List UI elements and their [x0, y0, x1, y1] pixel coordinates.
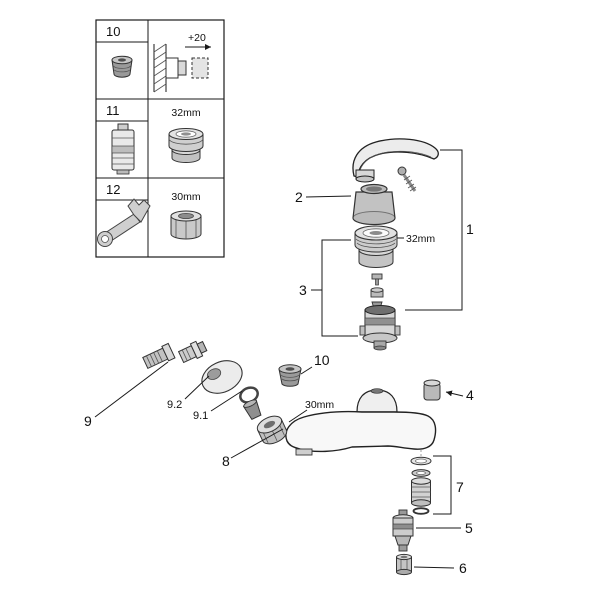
dim-30mm: 30mm [288, 399, 334, 423]
callout-1-label: 1 [466, 221, 474, 237]
diverter-part [392, 509, 414, 552]
grommet-part [278, 364, 302, 387]
table-row-12: 12 30mm [97, 182, 202, 247]
callout-6-label: 6 [459, 560, 467, 576]
wrench-icon [97, 198, 151, 247]
callout-10: 10 [300, 352, 330, 375]
callout-7-label: 7 [456, 479, 464, 495]
callout-6: 6 [413, 560, 467, 576]
callout-3: 3 [299, 239, 358, 337]
callout-5-label: 5 [465, 520, 473, 536]
dim-32mm: 32mm [397, 233, 435, 245]
table-row-12-number: 12 [106, 182, 120, 197]
callout-2: 2 [295, 189, 352, 205]
callout-7: 7 [433, 455, 464, 515]
ring-nut-32-label: 32mm [171, 107, 200, 119]
callout-8: 8 [222, 428, 284, 469]
grommet-icon [111, 55, 133, 78]
lever-handle [352, 138, 439, 183]
s-union-icon [177, 340, 208, 364]
table-row-11-number: 11 [106, 103, 120, 118]
callout-10-label: 10 [314, 352, 330, 368]
callout-2-label: 2 [295, 189, 303, 205]
table-row-10: 10 + [106, 24, 211, 93]
callout-9-1: 9.1 [193, 390, 243, 422]
plug-part [423, 379, 441, 401]
callout-9-2: 9.2 [167, 375, 210, 411]
callout-4-label: 4 [466, 387, 474, 403]
extension-dim-label: +20 [188, 32, 206, 44]
table-row-11: 11 32mm [106, 103, 204, 175]
callout-9-1-label: 9.1 [193, 410, 208, 422]
cartridge-body [359, 305, 401, 351]
callout-9-label: 9 [84, 413, 92, 429]
seal-stack [410, 456, 432, 515]
table-row-10-number: 10 [106, 24, 120, 39]
callout-1: 1 [405, 149, 474, 311]
callout-8-label: 8 [222, 453, 230, 469]
cartridge-icon [111, 123, 135, 175]
dome-cap [352, 183, 396, 226]
union-nut-group: 8 30mm [222, 399, 334, 469]
retaining-ring-32mm [354, 225, 398, 268]
aerator-icon [295, 448, 313, 456]
callout-9: 9 [84, 361, 169, 429]
callout-9-2-label: 9.2 [167, 399, 182, 411]
union-nut-30-icon [256, 415, 288, 445]
parts-table: 10 + [95, 19, 225, 258]
union-group: 9 9.2 9.1 [84, 340, 259, 429]
dim-30mm-label: 30mm [305, 399, 334, 411]
threaded-nipple-icon [142, 342, 176, 370]
cone-seal-icon [242, 399, 262, 421]
callout-5: 5 [416, 520, 473, 536]
dim-32mm-label: 32mm [406, 233, 435, 245]
faucet-body [285, 388, 437, 457]
hex-nut-30-icon: 30mm [170, 191, 202, 240]
ring-nut-32-icon: 32mm [168, 107, 204, 163]
wall-extension-icon: +20 [153, 32, 211, 93]
escutcheon-icon [201, 360, 243, 394]
hex-nut-30-label: 30mm [171, 191, 200, 203]
exploded-view: 2 32mm [84, 138, 474, 576]
small-nut-part [396, 553, 412, 576]
callout-4: 4 [445, 387, 474, 403]
callout-3-label: 3 [299, 282, 307, 298]
handle-screw-icon [397, 166, 417, 192]
